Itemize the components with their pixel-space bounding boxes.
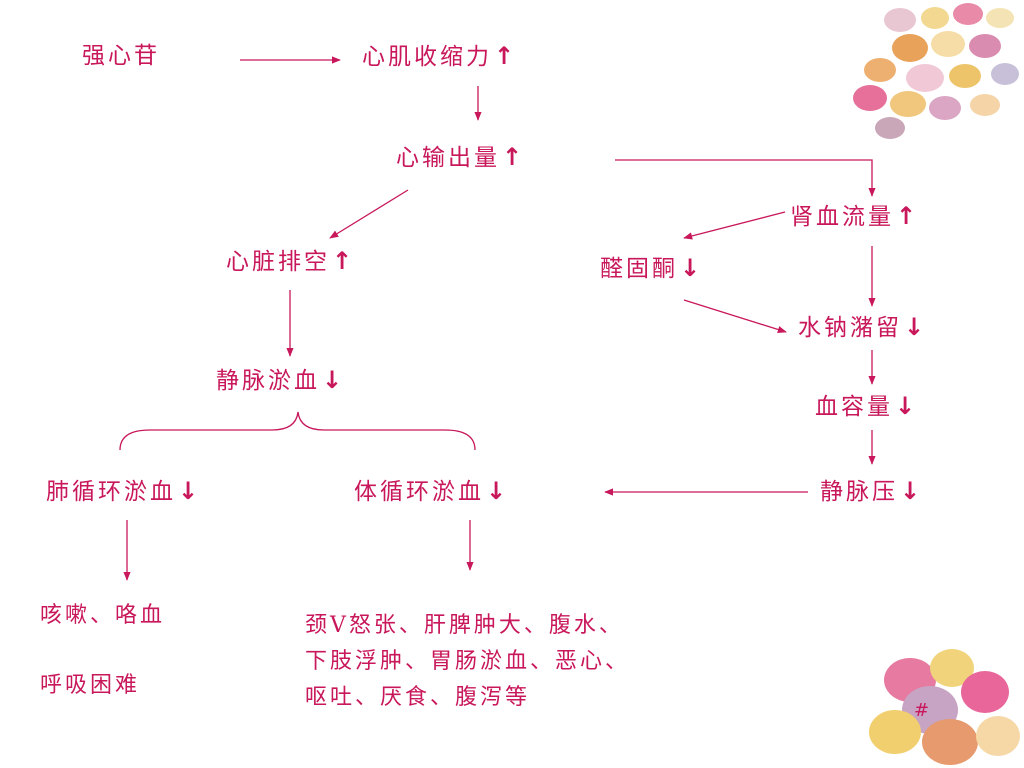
node-venous-pressure: 静脉压↓ xyxy=(820,477,920,506)
node-label: 肾血流量 xyxy=(790,204,894,230)
pulmonary-symptoms: 咳嗽、咯血 呼吸困难 xyxy=(40,598,165,704)
down-arrow-icon: ↓ xyxy=(178,477,198,505)
node-aldosterone: 醛固酮↓ xyxy=(600,254,700,283)
systemic-symptoms: 颈V怒张、肝脾肿大、腹水、 下肢浮肿、胃肠淤血、恶心、 呕吐、厌食、腹泻等 xyxy=(305,608,630,716)
node-label: 静脉压 xyxy=(820,479,898,505)
symptom-line: 呼吸困难 xyxy=(40,668,165,704)
node-label: 静脉淤血 xyxy=(216,368,320,394)
node-cardiac-output: 心输出量↑ xyxy=(396,143,522,172)
node-water-sodium-retention: 水钠潴留↓ xyxy=(798,313,924,342)
up-arrow-icon: ↑ xyxy=(896,202,916,230)
node-label: 心肌收缩力 xyxy=(362,44,492,70)
node-label: 水钠潴留 xyxy=(798,315,902,341)
node-label: 肺循环淤血 xyxy=(46,479,176,505)
arrow-renal-to-aldosterone xyxy=(684,212,785,238)
node-pulmonary-congestion: 肺循环淤血↓ xyxy=(46,477,198,506)
node-cardiac-glycoside: 强心苷 xyxy=(82,42,160,70)
node-label: 体循环淤血 xyxy=(354,479,484,505)
up-arrow-icon: ↑ xyxy=(494,42,514,70)
arrow-aldosterone-to-retention xyxy=(684,300,786,332)
node-label: 血容量 xyxy=(815,394,893,420)
symptom-line: 咳嗽、咯血 xyxy=(40,598,165,634)
down-arrow-icon: ↓ xyxy=(900,477,920,505)
node-systemic-congestion: 体循环淤血↓ xyxy=(354,477,506,506)
node-label: 强心苷 xyxy=(82,43,160,69)
arrow-output-to-emptying xyxy=(330,190,408,238)
symptom-line: 颈V怒张、肝脾肿大、腹水、 xyxy=(305,608,630,644)
node-blood-volume: 血容量↓ xyxy=(815,392,915,421)
down-arrow-icon: ↓ xyxy=(486,477,506,505)
symptom-line: 下肢浮肿、胃肠淤血、恶心、 xyxy=(305,644,630,680)
symptom-line: 呕吐、厌食、腹泻等 xyxy=(305,680,630,716)
down-arrow-icon: ↓ xyxy=(322,366,342,394)
node-venous-congestion: 静脉淤血↓ xyxy=(216,366,342,395)
down-arrow-icon: ↓ xyxy=(680,254,700,282)
slide-number: # xyxy=(914,700,929,721)
down-arrow-icon: ↓ xyxy=(904,313,924,341)
node-label: 心输出量 xyxy=(396,145,500,171)
brace-venous-split xyxy=(120,412,475,450)
node-label: 醛固酮 xyxy=(600,256,678,282)
node-label: 心脏排空 xyxy=(226,249,330,275)
up-arrow-icon: ↑ xyxy=(502,143,522,171)
arrow-output-to-renal xyxy=(615,160,872,196)
down-arrow-icon: ↓ xyxy=(895,392,915,420)
node-heart-emptying: 心脏排空↑ xyxy=(226,247,352,276)
node-renal-blood-flow: 肾血流量↑ xyxy=(790,202,916,231)
up-arrow-icon: ↑ xyxy=(332,247,352,275)
node-contractility: 心肌收缩力↑ xyxy=(362,42,514,71)
